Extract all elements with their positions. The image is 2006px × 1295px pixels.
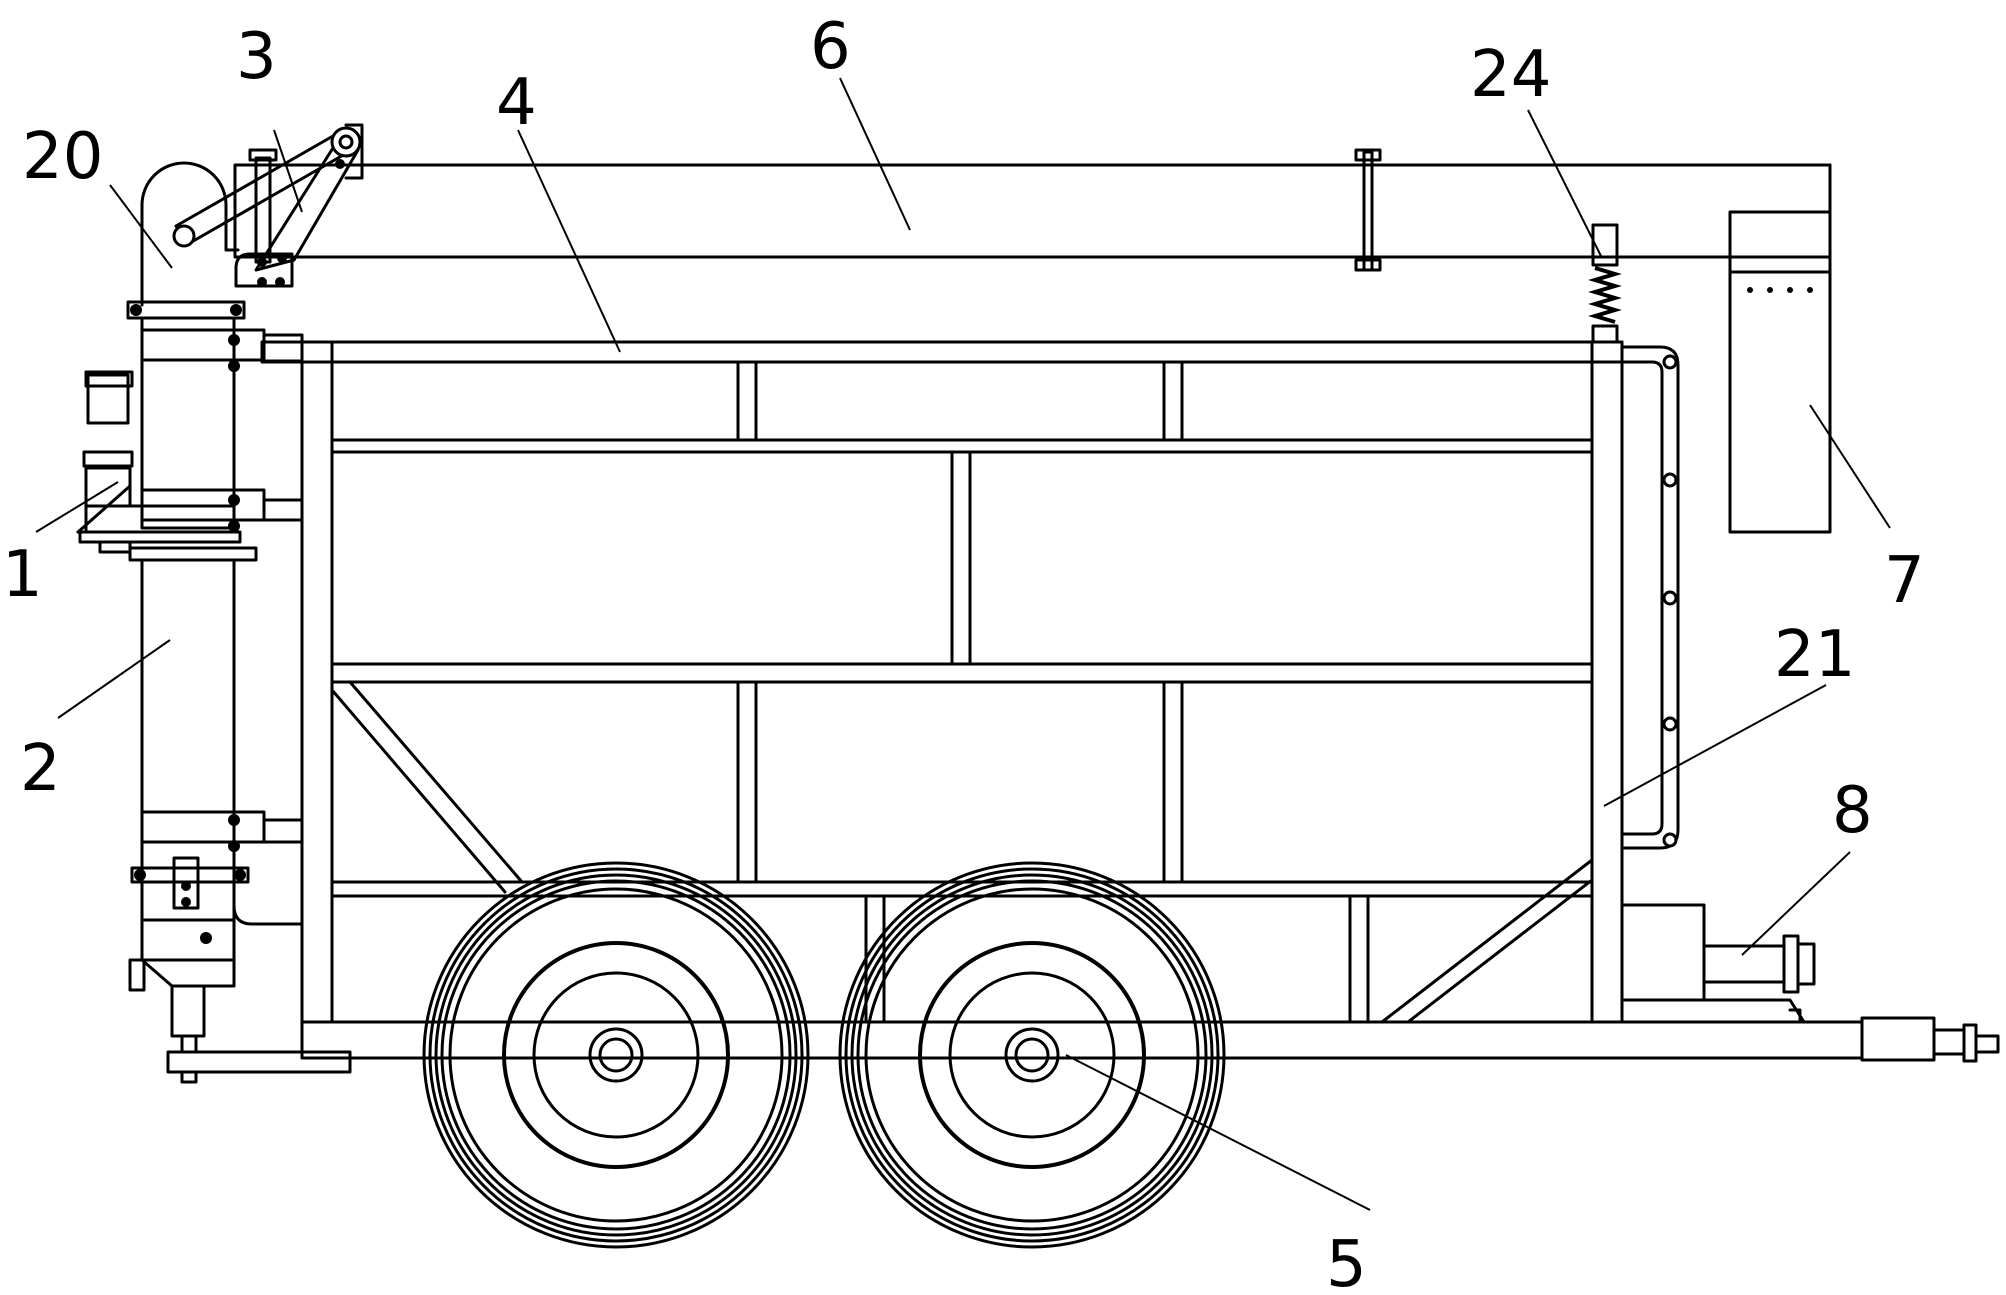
linkage-arm [172, 123, 364, 288]
discharge-box-rivets [1747, 287, 1813, 293]
label-5: 5 [1326, 1228, 1367, 1295]
label-21: 21 [1774, 618, 1855, 692]
label-2: 2 [20, 732, 61, 806]
main-frame [260, 340, 1624, 1024]
discharge-box [1728, 210, 1832, 534]
part-labels: 1 2 3 4 5 6 7 8 20 21 24 [2, 10, 1925, 1295]
label-6: 6 [810, 10, 851, 84]
wheel-front [422, 861, 810, 1249]
pump-motor [1620, 903, 1816, 1024]
label-20: 20 [22, 120, 103, 194]
label-8: 8 [1832, 774, 1873, 848]
spring-strut [1588, 223, 1622, 344]
side-pipe [1620, 345, 1680, 850]
label-7: 7 [1884, 544, 1925, 618]
wheel-rear [838, 861, 1226, 1249]
chassis [166, 1008, 2000, 1084]
top-conveyor [233, 148, 1832, 272]
vertical-elevator [76, 161, 304, 1054]
leader-lines [35, 77, 1891, 1211]
label-24: 24 [1470, 38, 1551, 112]
label-4: 4 [496, 66, 537, 140]
label-3: 3 [236, 20, 277, 94]
label-1: 1 [2, 538, 43, 612]
